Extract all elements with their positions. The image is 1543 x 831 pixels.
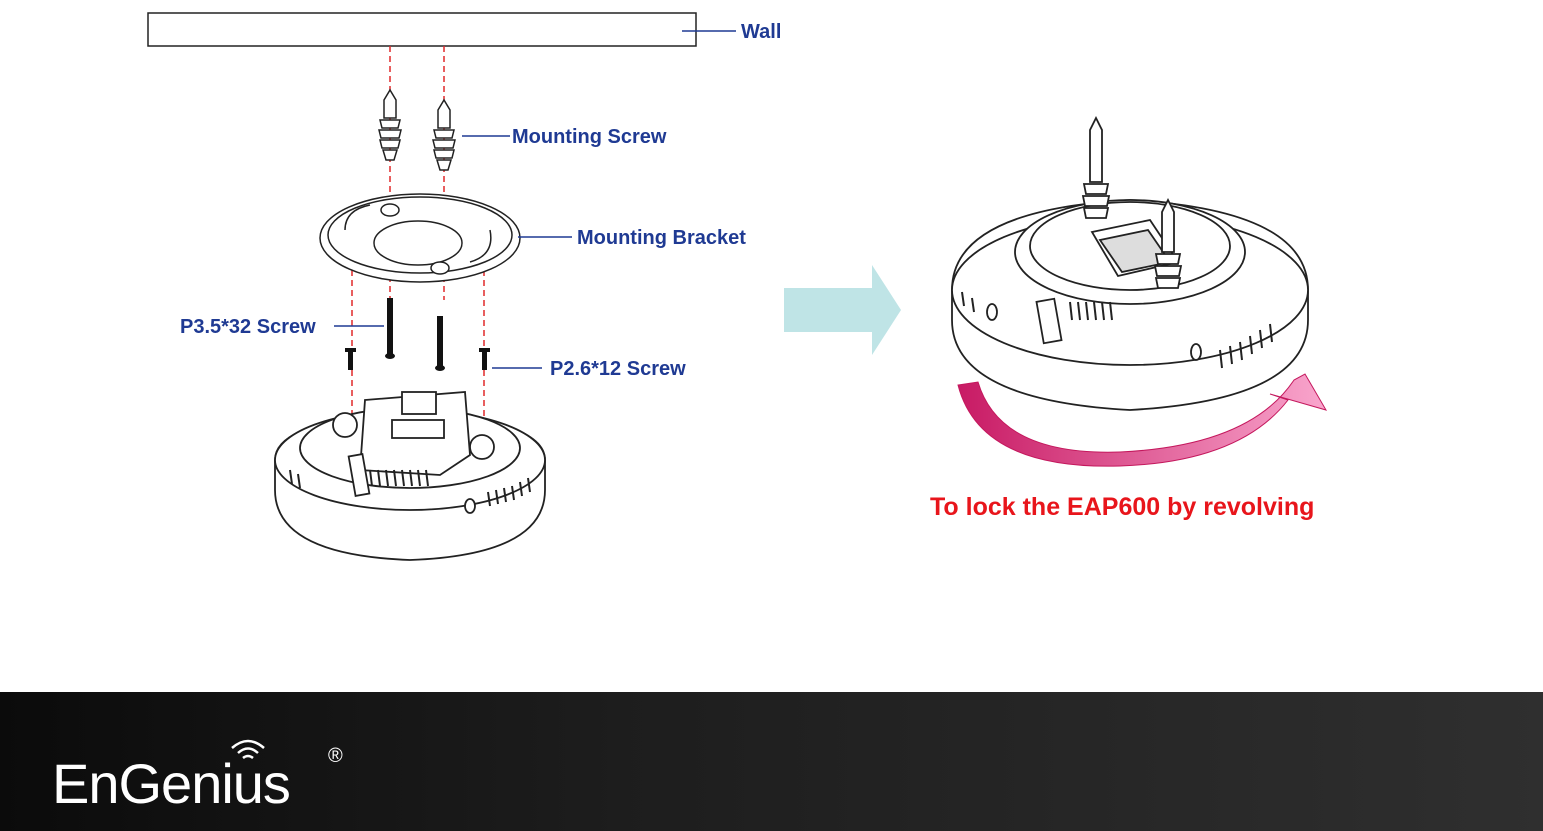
brand-name: EnGenius [52, 756, 290, 812]
mounting-bracket [320, 194, 520, 282]
access-point-device [275, 392, 545, 560]
mounting-screw-right [433, 100, 455, 170]
mounting-screw-label: Mounting Screw [512, 127, 666, 147]
wall-label: Wall [741, 22, 781, 42]
footer-bar: EnGenius ® [0, 692, 1543, 831]
wall [148, 13, 696, 46]
engenius-logo: EnGenius ® [52, 734, 372, 814]
lock-caption: To lock the EAP600 by revolving [930, 495, 1314, 520]
mounting-screw-left [379, 90, 401, 160]
p26-screw-label: P2.6*12 Screw [550, 359, 686, 379]
p26-screws [345, 348, 490, 370]
assembled-access-point [952, 118, 1308, 410]
p35-screw-label: P3.5*32 Screw [180, 317, 316, 337]
mounting-bracket-label: Mounting Bracket [577, 228, 746, 248]
p35-screws [385, 298, 445, 371]
registered-mark: ® [328, 746, 343, 766]
right-arrow-icon [784, 265, 901, 355]
mounting-diagram [0, 0, 1543, 692]
